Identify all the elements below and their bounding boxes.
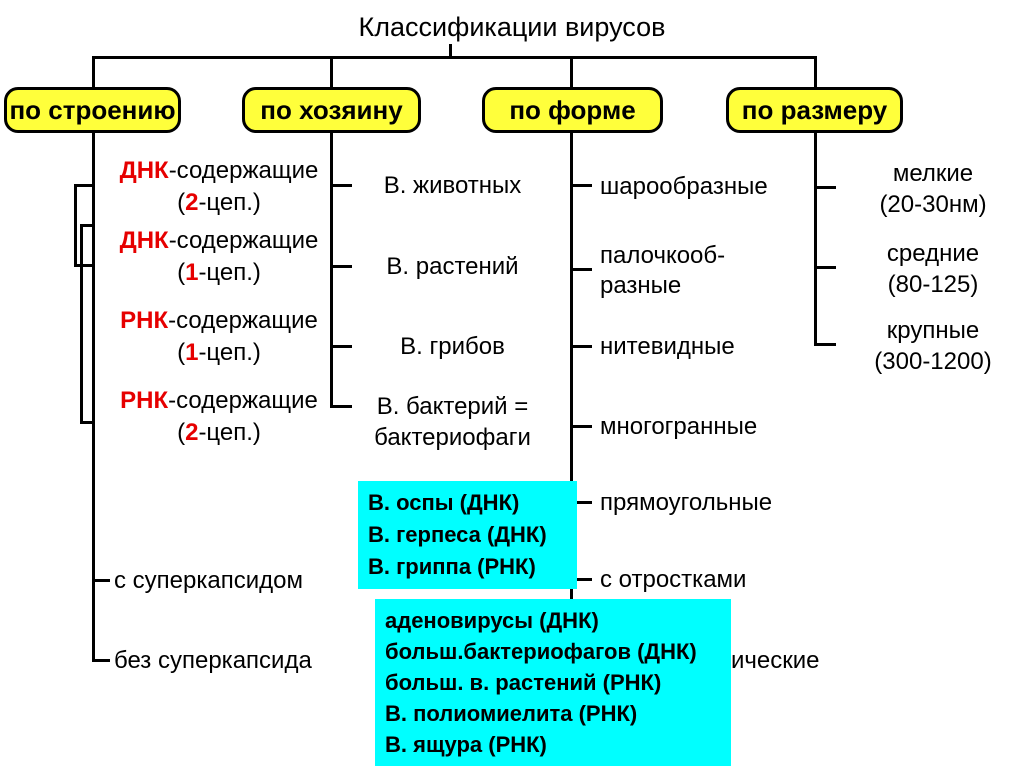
- host-bacteria-line2: бактериофаги: [374, 424, 531, 451]
- size-medium-name: средние: [886, 240, 980, 267]
- structure-bracket-1-bottom: [74, 264, 92, 267]
- item-shape-rod: палочкооб- разные: [600, 241, 725, 301]
- category-box-size: по размеру: [726, 87, 903, 133]
- examples-box-polyhedral: аденовирусы (ДНК) больш.бактериофагов (Д…: [375, 599, 731, 766]
- strand-suffix: -цеп.): [198, 189, 261, 216]
- connector-title-drop: [449, 44, 452, 58]
- item-size-small: мелкие (20-30нм): [843, 158, 1023, 220]
- size-small-name: мелкие: [892, 160, 974, 187]
- shape-rod-line1: палочкооб-: [600, 242, 726, 269]
- item-host-plants: В. растений: [386, 253, 519, 280]
- genome-abbr: РНК: [120, 307, 169, 334]
- size-large-name: крупные: [886, 317, 980, 344]
- host-bacteria-line1: В. бактерий =: [376, 393, 529, 420]
- host-tick-fungi: [330, 345, 352, 348]
- size-tick-medium: [814, 266, 836, 269]
- shape-tick-filamentous: [570, 345, 592, 348]
- paren: (: [177, 339, 186, 366]
- strand-suffix: -цеп.): [198, 339, 261, 366]
- strand-suffix: -цеп.): [198, 259, 261, 286]
- genome-rest: -содержащие: [168, 227, 319, 254]
- example-line: В. герпеса (ДНК): [368, 522, 547, 547]
- item-shape-tails: с отростками: [600, 566, 747, 593]
- example-line: больш. в. растений (РНК): [385, 670, 662, 695]
- item-size-large: крупные (300-1200): [843, 315, 1023, 377]
- item-shape-rectangular: прямоугольные: [600, 489, 773, 516]
- size-tick-small: [814, 186, 836, 189]
- example-line: В. полиомиелита (РНК): [385, 701, 638, 726]
- genome-item-rna-2: РНК-содержащие (2-цеп.): [95, 385, 343, 449]
- shape-tick-polyhedral: [570, 425, 592, 428]
- structure-bracket-2-bottom: [80, 421, 92, 424]
- size-large-range: (300-1200): [874, 348, 992, 375]
- shape-rod-line2: разные: [600, 272, 682, 299]
- item-shape-filamentous: нитевидные: [600, 333, 735, 360]
- item-without-supercapsid: без суперкапсида: [114, 647, 312, 674]
- genome-rest: -содержащие: [168, 307, 318, 334]
- genome-abbr: ДНК: [119, 227, 169, 254]
- structure-spine: [92, 129, 95, 662]
- size-small-range: (20-30нм): [879, 191, 987, 218]
- connector-drop-shape: [570, 56, 573, 87]
- genome-strand-num: 2: [185, 419, 199, 446]
- category-box-shape: по форме: [482, 87, 663, 133]
- item-host-fungi: В. грибов: [400, 333, 505, 360]
- examples-box-sphere: В. оспы (ДНК) В. герпеса (ДНК) В. гриппа…: [358, 481, 577, 589]
- item-shape-polyhedral: многогранные: [600, 413, 758, 440]
- genome-strand-num: 1: [185, 259, 199, 286]
- host-tick-bacteria: [330, 405, 352, 408]
- host-tick-plants: [330, 265, 352, 268]
- shape-tick-spherical: [570, 184, 592, 187]
- paren: (: [177, 419, 186, 446]
- structure-bracket-1: [74, 184, 77, 267]
- paren: (: [177, 189, 186, 216]
- size-spine: [814, 129, 817, 345]
- genome-abbr: ДНК: [119, 157, 169, 184]
- genome-item-dna-1: ДНК-содержащие (1-цеп.): [95, 225, 343, 289]
- strand-suffix: -цеп.): [198, 419, 261, 446]
- genome-item-dna-2: ДНК-содержащие (2-цеп.): [95, 155, 343, 219]
- item-with-supercapsid: с суперкапсидом: [114, 567, 303, 594]
- connector-drop-structure: [92, 56, 95, 87]
- genome-item-rna-1: РНК-содержащие (1-цеп.): [95, 305, 343, 369]
- size-medium-range: (80-125): [887, 271, 979, 298]
- host-tick-animals: [330, 184, 352, 187]
- example-line: больш.бактериофагов (ДНК): [385, 639, 697, 664]
- category-box-host: по хозяину: [242, 87, 421, 133]
- shape-tick-rectangular: [570, 501, 592, 504]
- item-size-medium: средние (80-125): [843, 238, 1023, 300]
- shape-tick-tails: [570, 578, 592, 581]
- item-shape-spherical: шарообразные: [600, 173, 768, 200]
- connector-drop-host: [330, 56, 333, 87]
- host-spine: [330, 129, 333, 408]
- structure-tick-no-supercapsid: [92, 659, 110, 662]
- shape-tick-rod: [570, 268, 592, 271]
- shape-spine: [570, 129, 573, 662]
- example-line: В. гриппа (РНК): [368, 554, 536, 579]
- structure-bracket-1-top: [74, 184, 92, 187]
- category-box-structure: по строению: [4, 87, 181, 133]
- connector-drop-size: [814, 56, 817, 87]
- genome-strand-num: 1: [185, 339, 199, 366]
- item-host-bacteria: В. бактерий = бактериофаги: [355, 391, 550, 453]
- paren: (: [177, 259, 186, 286]
- genome-rest: -содержащие: [168, 157, 319, 184]
- example-line: В. ящура (РНК): [385, 732, 547, 757]
- size-tick-large: [814, 343, 836, 346]
- structure-bracket-2: [80, 224, 83, 424]
- item-shape-partial: ические: [731, 647, 820, 674]
- structure-tick-supercapsid: [92, 579, 110, 582]
- structure-bracket-2-top: [80, 224, 92, 227]
- connector-top-horizontal: [92, 56, 817, 59]
- item-host-animals: В. животных: [383, 172, 522, 199]
- example-line: В. оспы (ДНК): [368, 490, 520, 515]
- genome-abbr: РНК: [120, 387, 169, 414]
- genome-rest: -содержащие: [168, 387, 318, 414]
- example-line: аденовирусы (ДНК): [385, 608, 599, 633]
- diagram-title: Классификации вирусов: [358, 12, 666, 42]
- genome-strand-num: 2: [185, 189, 199, 216]
